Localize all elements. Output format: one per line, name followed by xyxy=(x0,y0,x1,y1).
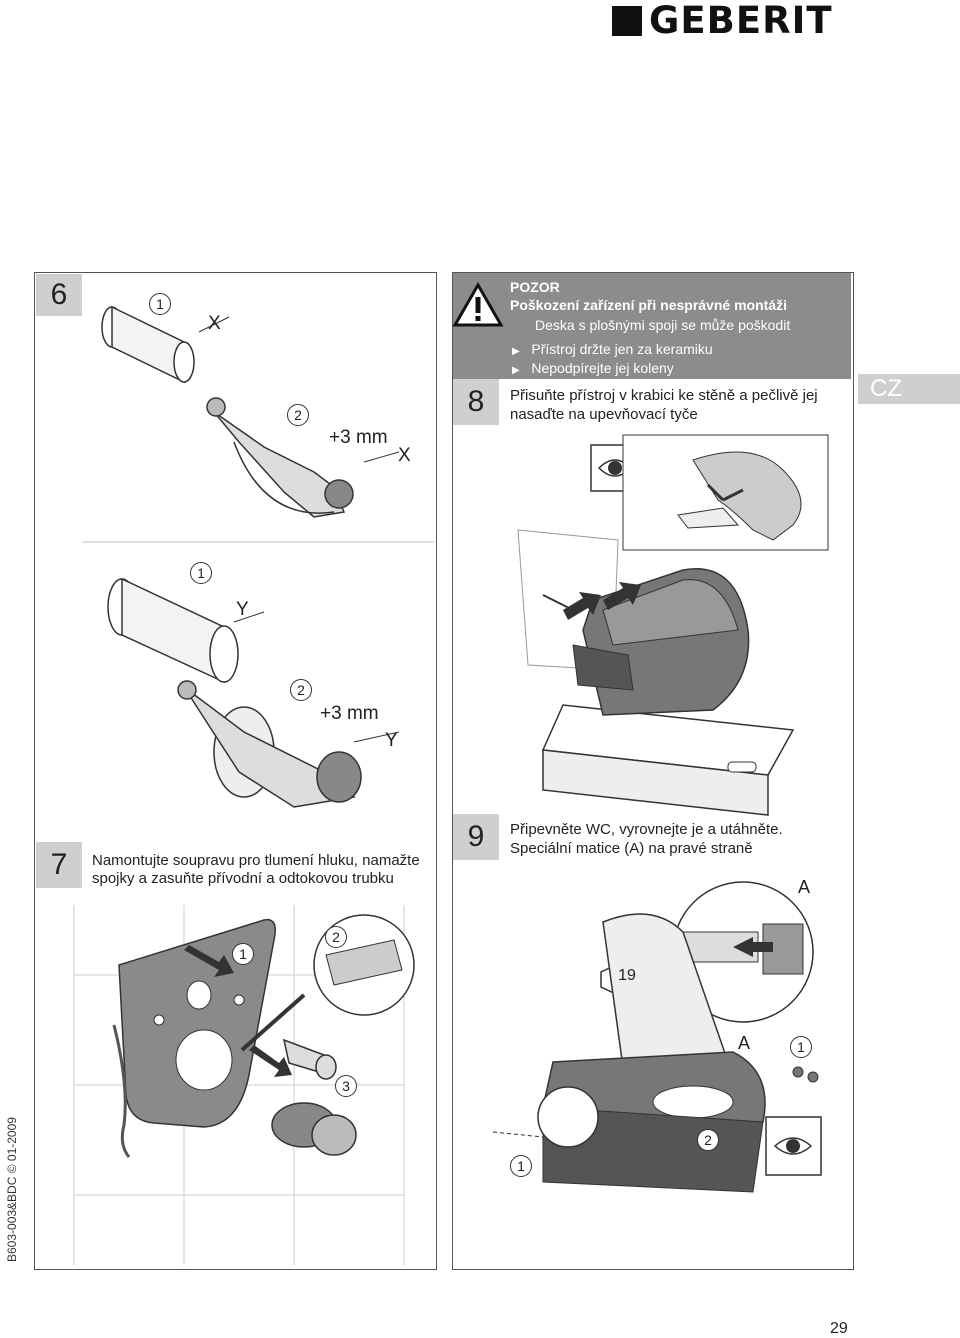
warning-bullets: ▶ Přístroj držte jen za keramiku ▶ Nepod… xyxy=(512,341,713,379)
logo-text: GEBERIT xyxy=(649,0,833,42)
step6-callout-1b: 1 xyxy=(190,562,212,584)
step8-number: 8 xyxy=(453,379,499,425)
step7-text-line1: Namontujte soupravu pro tlumení hluku, n… xyxy=(92,852,420,869)
step6-y-label-top: Y xyxy=(236,599,249,620)
warning-triangle-icon xyxy=(452,282,504,327)
geberit-logo: GEBERIT xyxy=(612,0,833,42)
step6-plus-label: +3 mm xyxy=(329,427,388,448)
document-code: B603-003&BDC © 01-2009 xyxy=(5,1117,19,1262)
logo-square-icon xyxy=(612,6,642,36)
warning-bullet-text: Nepodpírejte jej koleny xyxy=(531,360,674,376)
warning-bullet-text: Přístroj držte jen za keramiku xyxy=(531,341,713,357)
page-number: 29 xyxy=(830,1320,848,1337)
step9-text-line1: Připevněte WC, vyrovnejte je a utáhněte. xyxy=(510,821,783,838)
wrench-size-label: 19 xyxy=(618,967,636,984)
step7-callout-2: 2 xyxy=(325,926,347,948)
step6-x-label-bottom: X xyxy=(398,445,411,466)
warning-line: Deska s plošnými spoji se může poškodit xyxy=(535,317,791,333)
step6-x-label-top: X xyxy=(208,313,221,334)
language-tab: CZ xyxy=(858,374,960,404)
step7-number: 7 xyxy=(36,842,82,888)
step9-label-a-top: A xyxy=(798,877,811,897)
step6-callout-1: 1 xyxy=(149,293,171,315)
step9-text: Připevněte WC, vyrovnejte je a utáhněte.… xyxy=(510,820,783,858)
step8-text: Přisuňte přístroj v krabici ke stěně a p… xyxy=(510,386,818,424)
step6-y-label-bottom: Y xyxy=(385,730,398,751)
step7-text: Namontujte soupravu pro tlumení hluku, n… xyxy=(92,852,420,888)
step9-callout-1-right: 1 xyxy=(790,1036,812,1058)
triangle-right-icon: ▶ xyxy=(512,365,520,376)
step7-text-line2: spojky a zasuňte přívodní a odtokovou tr… xyxy=(92,870,394,887)
step9-number: 9 xyxy=(453,814,499,860)
step7-callout-3: 3 xyxy=(335,1075,357,1097)
triangle-right-icon: ▶ xyxy=(512,346,520,357)
step7-callout-1: 1 xyxy=(232,943,254,965)
step6-callout-2: 2 xyxy=(287,404,309,426)
warning-title: POZOR xyxy=(510,279,560,295)
warning-bullet-item: ▶ Přístroj držte jen za keramiku xyxy=(512,341,713,360)
step6-callout-2b: 2 xyxy=(290,679,312,701)
warning-bullet-item: ▶ Nepodpírejte jej koleny xyxy=(512,360,713,379)
step7-illustration xyxy=(73,905,415,1265)
step9-label-a-mid: A xyxy=(738,1033,751,1053)
step9-text-line2: Speciální matice (A) na pravé straně xyxy=(510,840,753,857)
step9-illustration xyxy=(492,881,822,1193)
step6-illustration xyxy=(82,305,434,808)
step8-text-line2: nasaďte na upevňovací tyče xyxy=(510,406,698,423)
step6-plus-label-b: +3 mm xyxy=(320,703,379,724)
step8-text-line1: Přisuňte přístroj v krabici ke stěně a p… xyxy=(510,387,818,404)
warning-box xyxy=(453,273,851,379)
warning-subtitle: Poškození zařízení při nesprávné montáži xyxy=(510,297,787,313)
step8-illustration xyxy=(517,434,829,816)
step6-number: 6 xyxy=(36,274,82,316)
step9-callout-2: 2 xyxy=(697,1129,719,1151)
step9-callout-1-left: 1 xyxy=(510,1155,532,1177)
